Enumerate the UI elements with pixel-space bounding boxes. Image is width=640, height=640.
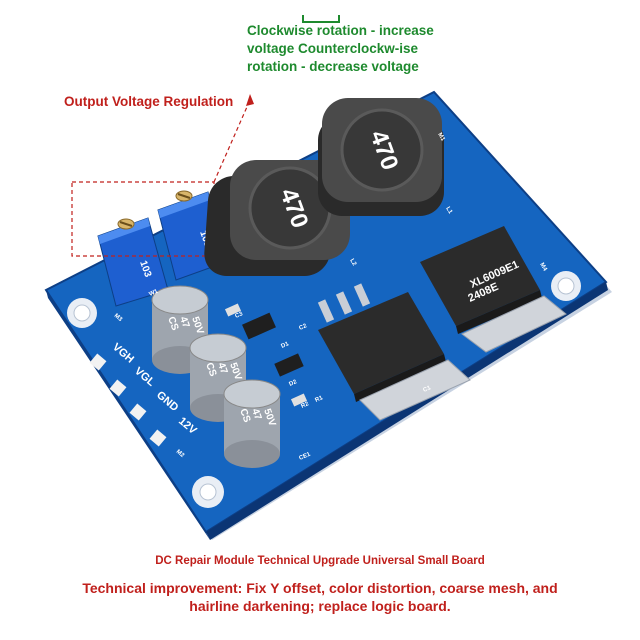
- xl6009-chip-1: [317, 283, 471, 421]
- inductor-l1: 470: [318, 98, 444, 216]
- silk-m1: M1: [436, 132, 446, 143]
- xl6009-chip-2: XL6009E1 2408E: [420, 226, 567, 353]
- silk-m4: M4: [538, 262, 548, 273]
- silk-d1: D1: [280, 341, 290, 350]
- silk-w1: W1: [148, 288, 159, 297]
- caption-improvement: Technical improvement: Fix Y offset, col…: [82, 580, 558, 614]
- pin-pads: [89, 353, 167, 447]
- mounting-hole-m2: [192, 476, 224, 508]
- mounting-hole-m3: [67, 298, 97, 328]
- cap-3-series: CS: [237, 407, 252, 424]
- silk-ce1: CE1: [298, 451, 312, 461]
- rotation-note: Clockwise rotation - increase voltage Co…: [247, 23, 434, 74]
- silk-m2: M2: [175, 449, 186, 459]
- silk-r1: R1: [314, 395, 324, 404]
- mounting-hole-m4: [551, 271, 581, 301]
- caption-title: DC Repair Module Technical Upgrade Unive…: [155, 555, 485, 567]
- silk-d2: D2: [288, 379, 298, 388]
- pcb-edge-right: [206, 282, 608, 540]
- silk-l2: L2: [348, 258, 357, 268]
- capacitor-1: CS 47 50V: [151, 285, 209, 374]
- regulation-pointer: [213, 99, 251, 183]
- cap-1-value: 47: [177, 315, 191, 330]
- cap-1-series: CS: [165, 315, 180, 332]
- regulation-label: Output Voltage Regulation: [64, 94, 234, 109]
- pointer-arrowhead: [246, 94, 254, 106]
- cap-2-series: CS: [203, 361, 218, 378]
- smd-components: [224, 303, 308, 407]
- silk-c1: C1: [422, 385, 432, 394]
- silk-c3: C3: [234, 311, 244, 320]
- cap-3-value: 47: [249, 407, 263, 422]
- capacitor-3: CS 47 50V: [223, 379, 281, 468]
- silk-l1: L1: [444, 206, 453, 216]
- silk-r2: R2: [300, 401, 310, 410]
- silk-c2: C2: [298, 323, 308, 332]
- pcb-edge-left: [46, 290, 210, 540]
- cap-2-value: 47: [215, 361, 229, 376]
- bracket-mark: [302, 15, 340, 23]
- silk-m3: M3: [113, 313, 124, 323]
